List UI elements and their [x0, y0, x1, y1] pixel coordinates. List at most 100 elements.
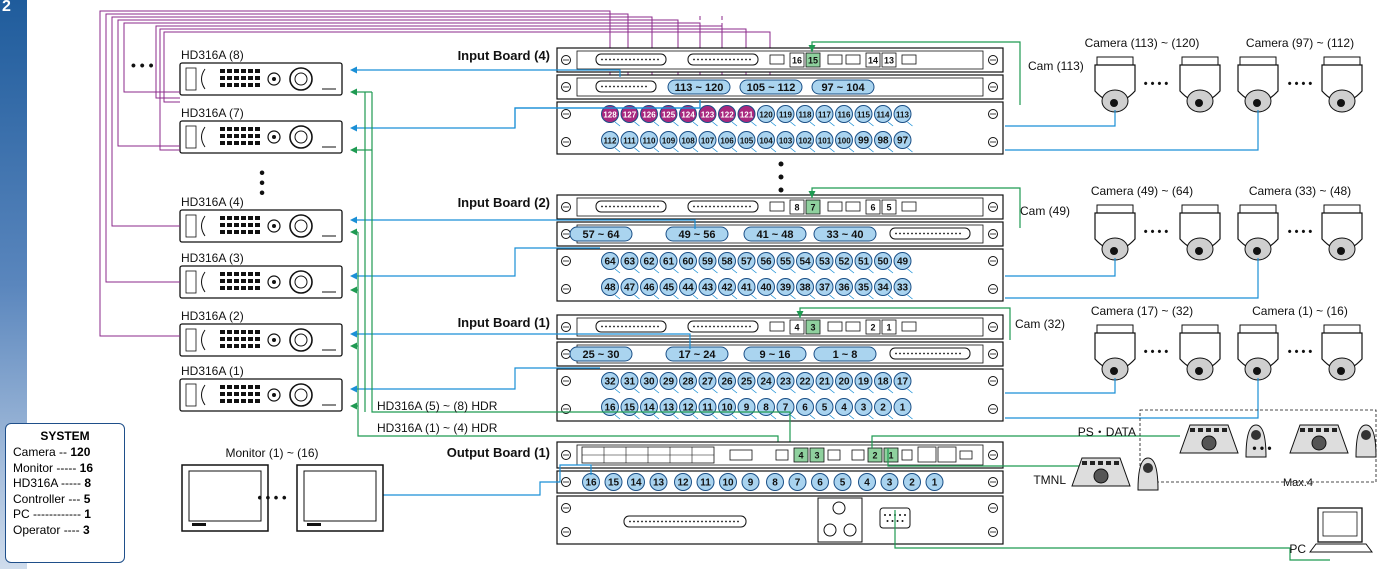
bnc-port-input	[698, 372, 717, 390]
system-controller	[1289, 424, 1377, 458]
tmnl-label: TMNL	[1033, 473, 1066, 487]
port-number: 9	[748, 478, 754, 489]
system-title: SYSTEM	[40, 429, 90, 443]
dsub-pin	[629, 205, 631, 208]
bnc-port-input	[874, 398, 892, 416]
camera-mount	[1096, 204, 1134, 214]
dsub-pin	[895, 352, 897, 355]
port-arrow	[868, 414, 874, 420]
port-number: 11	[702, 403, 713, 414]
dvr-key	[255, 272, 260, 276]
arrow-head	[350, 272, 357, 280]
dvr-key	[255, 69, 260, 73]
dvr-key	[227, 385, 232, 389]
dvr-key	[248, 399, 253, 403]
dsub-pin	[701, 58, 703, 61]
dsub-pin	[657, 520, 659, 523]
port-number: 107	[701, 137, 715, 146]
port-number: 4	[864, 478, 870, 489]
dvr-key	[241, 76, 246, 80]
dsub-pin	[697, 58, 699, 61]
dsub-pin	[725, 520, 727, 523]
rs485-connector	[789, 319, 805, 335]
terminal-block	[769, 201, 785, 212]
dsub-pin	[633, 205, 635, 208]
dsub-pin	[899, 514, 901, 516]
port-arrow	[712, 294, 718, 300]
dsub-pin	[621, 205, 623, 208]
port-arrow	[634, 414, 640, 420]
bnc-port-input	[640, 252, 658, 270]
bnc-port-input	[737, 278, 756, 296]
controller-key	[1090, 461, 1095, 465]
ptz-camera	[1321, 204, 1363, 261]
bnc-port-input	[718, 105, 736, 123]
dsub-pin	[923, 232, 925, 235]
dsub-pin	[931, 352, 933, 355]
dsub-pin	[951, 232, 953, 235]
port-number: 12	[682, 403, 694, 414]
dsub-pin	[633, 85, 635, 88]
dsub-pin	[717, 520, 719, 523]
port-arrow	[731, 294, 738, 300]
port-number: 4	[841, 403, 847, 414]
video-loop-cable	[99, 10, 611, 337]
port-arrow	[712, 414, 718, 420]
dsub-pin	[907, 352, 909, 355]
rs485-connector-label: 3	[814, 451, 819, 461]
port-arrow	[614, 388, 621, 394]
dsub-pin	[685, 520, 687, 523]
input-board-title: Input Board (2)	[458, 195, 550, 210]
dsub-pin	[645, 58, 647, 61]
port-number: 46	[643, 283, 655, 294]
bnc-port-output	[674, 473, 692, 491]
port-arrow	[634, 147, 640, 153]
dsub-pin	[729, 520, 731, 523]
dsub-pin	[609, 58, 611, 61]
port-arrow	[887, 294, 894, 300]
dvr-key	[248, 344, 253, 348]
port-number: 19	[858, 377, 870, 388]
camera-group-label: Camera (97) ~ (112)	[1246, 36, 1354, 50]
controller-joystick	[1137, 457, 1159, 491]
port-group-label: 49 ~ 56	[678, 229, 715, 241]
port-group-connector	[813, 226, 877, 242]
bnc-port-input	[835, 398, 853, 416]
dvr-key	[241, 216, 246, 220]
bnc-port-input	[796, 252, 814, 270]
port-arrow	[907, 147, 913, 153]
dvr-key	[241, 230, 246, 234]
terminal-block	[901, 201, 917, 212]
monitor-ellipsis: • • • •	[257, 490, 286, 505]
dvr-jog-center	[272, 224, 276, 228]
bnc-port-input	[854, 398, 873, 416]
dsub-pin	[673, 520, 675, 523]
dsub-pin	[605, 205, 607, 208]
video-loop-cable	[111, 16, 653, 227]
port-arrow	[887, 414, 894, 420]
dsub-pin	[733, 520, 735, 523]
dsub-pin	[613, 58, 615, 61]
dvr-key	[248, 286, 253, 290]
dsub-pin	[601, 325, 603, 328]
dvr-key	[220, 134, 225, 138]
port-number: 127	[623, 111, 637, 120]
camera-group-label: Camera (17) ~ (32)	[1091, 304, 1193, 318]
dsub-pin	[625, 58, 627, 61]
port-number: 114	[877, 111, 890, 120]
bnc-port-input	[737, 105, 756, 123]
terminal-block	[827, 321, 843, 332]
port-arrow	[848, 388, 855, 394]
bnc-port-input	[835, 105, 853, 123]
dvr-dial-inner	[294, 130, 308, 144]
dsub-pin	[749, 325, 751, 328]
dvr-key	[248, 230, 253, 234]
dvr-key	[255, 134, 260, 138]
dsub-pin	[601, 205, 603, 208]
dvr-key	[227, 134, 232, 138]
rs485-connector	[805, 199, 821, 215]
port-arrow	[868, 268, 874, 274]
dsub-pin	[609, 325, 611, 328]
dvr-key	[241, 399, 246, 403]
